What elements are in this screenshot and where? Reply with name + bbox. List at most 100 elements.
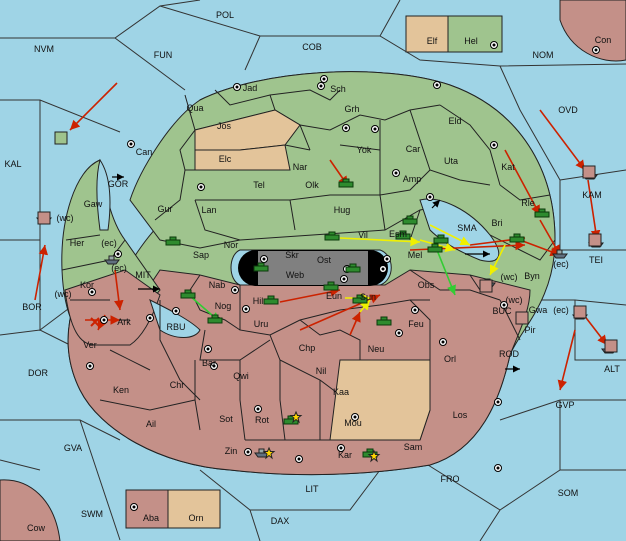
dislodged-x-icon: [90, 317, 100, 327]
province-label-bar: Bar: [202, 358, 216, 368]
army-unit: [263, 295, 279, 305]
province-label-sap: Sap: [193, 250, 209, 260]
supply-center-marker: [100, 316, 108, 324]
army-unit: [253, 262, 269, 272]
supply-center-marker: [392, 169, 400, 177]
province-label-byn: Byn: [524, 271, 540, 281]
province-label-her: Her: [70, 238, 85, 248]
province-label-chr: Chr: [170, 380, 185, 390]
province-label-sch: Sch: [330, 84, 346, 94]
province-label-car: Car: [406, 144, 421, 154]
province-label-kar: Kar: [338, 450, 352, 460]
region-orn: [167, 489, 221, 529]
star-icon: [289, 410, 303, 424]
fleet-mvu: [37, 211, 51, 225]
army-unit: [509, 233, 525, 243]
province-label-nog: Nog: [215, 301, 232, 311]
west-peninsula-red: [64, 269, 161, 346]
army-unit: [534, 208, 550, 218]
sea-label-pol: POL: [216, 10, 234, 20]
sea-label-cow: Cow: [27, 523, 46, 533]
fleet-kam: [582, 165, 596, 179]
sea-label-fro: FRO: [441, 474, 460, 484]
province-label-ver: Ver: [83, 340, 97, 350]
sea-label-mit: MIT: [135, 270, 151, 280]
region-elc: [194, 144, 291, 171]
province-label-grh: Grh: [344, 104, 359, 114]
order-arrow-red: [539, 109, 586, 171]
army-unit: [323, 281, 339, 291]
province-label-bri: Bri: [492, 218, 503, 228]
fleet-unit: [552, 249, 568, 259]
labels-layer: POLNVMFUNCOBNOMConOVDKALGORKAMTEISMAMITB…: [4, 10, 620, 533]
supply-center-marker: [244, 448, 252, 456]
army-unit: [180, 289, 196, 299]
supply-center-marker: [233, 83, 241, 91]
sea-label-buc: BUC: [492, 306, 512, 316]
star-icon: [367, 449, 381, 463]
province-label-skr: Skr: [285, 250, 299, 260]
order-arrow-red: [587, 179, 601, 241]
province-label-nab: Nab: [209, 280, 226, 290]
province-label-gaw: Gaw: [84, 199, 103, 209]
province-label-chp: Chp: [299, 343, 316, 353]
sea-label-nom: NOM: [533, 50, 554, 60]
continent-ring-north: [129, 71, 556, 261]
coast-label-wc4: (wc): [506, 295, 523, 305]
gor-inlet: [96, 158, 111, 231]
supply-center-marker: [494, 398, 502, 406]
supply-center-marker: [172, 307, 180, 315]
supply-center-marker: [490, 141, 498, 149]
province-label-los: Los: [453, 410, 468, 420]
sea-label-swm: SWM: [81, 509, 103, 519]
province-label-elf: Elf: [427, 36, 438, 46]
sea-label-alt: ALT: [604, 364, 620, 374]
province-label-ost: Ost: [317, 255, 332, 265]
sea-label-nvm: NVM: [34, 44, 54, 54]
sea-label-kam: KAM: [582, 190, 602, 200]
fleet-gvg: [54, 131, 68, 145]
province-label-kat: Kat: [501, 162, 515, 172]
order-arrow-yellow: [359, 299, 371, 313]
province-label-qua: Qua: [186, 103, 203, 113]
province-label-amp: Amp: [403, 174, 422, 184]
supply-center-marker: [439, 338, 447, 346]
province-label-elc: Elc: [219, 154, 232, 164]
province-label-uta: Uta: [444, 156, 458, 166]
sea-label-bor: BOR: [22, 302, 42, 312]
sea-label-fun: FUN: [154, 50, 173, 60]
supply-center-marker: [342, 124, 350, 132]
order-arrow-red: [114, 269, 124, 311]
army-unit: [165, 236, 181, 246]
army-unit: [345, 263, 361, 273]
sea-label-dax: DAX: [271, 516, 290, 526]
sea-label-gva: GVA: [64, 443, 82, 453]
province-label-rot: Rot: [255, 415, 270, 425]
province-label-qwi: Qwi: [233, 371, 249, 381]
supply-center-marker: [320, 75, 328, 83]
rbu-inlet: [149, 299, 201, 338]
sea-label-kal: KAL: [4, 159, 21, 169]
province-label-lan: Lan: [201, 205, 216, 215]
province-label-ail: Ail: [146, 419, 156, 429]
order-arrow-red: [349, 311, 361, 336]
supply-center-marker: [242, 305, 250, 313]
order-arrow-black: [431, 199, 441, 209]
fleet-byn: [479, 279, 493, 293]
supply-center-marker: [433, 81, 441, 89]
supply-center-marker: [371, 125, 379, 133]
province-label-mel: Mel: [408, 250, 423, 260]
sea-label-dor: DOR: [28, 368, 49, 378]
sea-label-cob: COB: [302, 42, 322, 52]
province-label-obs: Obs: [418, 280, 435, 290]
army-unit: [395, 230, 411, 240]
province-label-can: Can: [136, 147, 153, 157]
star-icon: [262, 446, 276, 460]
supply-center-marker: [130, 503, 138, 511]
province-label-orn: Orn: [188, 513, 203, 523]
order-arrow-red: [519, 239, 561, 257]
province-label-eld: Eld: [448, 116, 461, 126]
province-label-hil: Hil: [253, 296, 264, 306]
fleet-alt: [604, 339, 618, 353]
